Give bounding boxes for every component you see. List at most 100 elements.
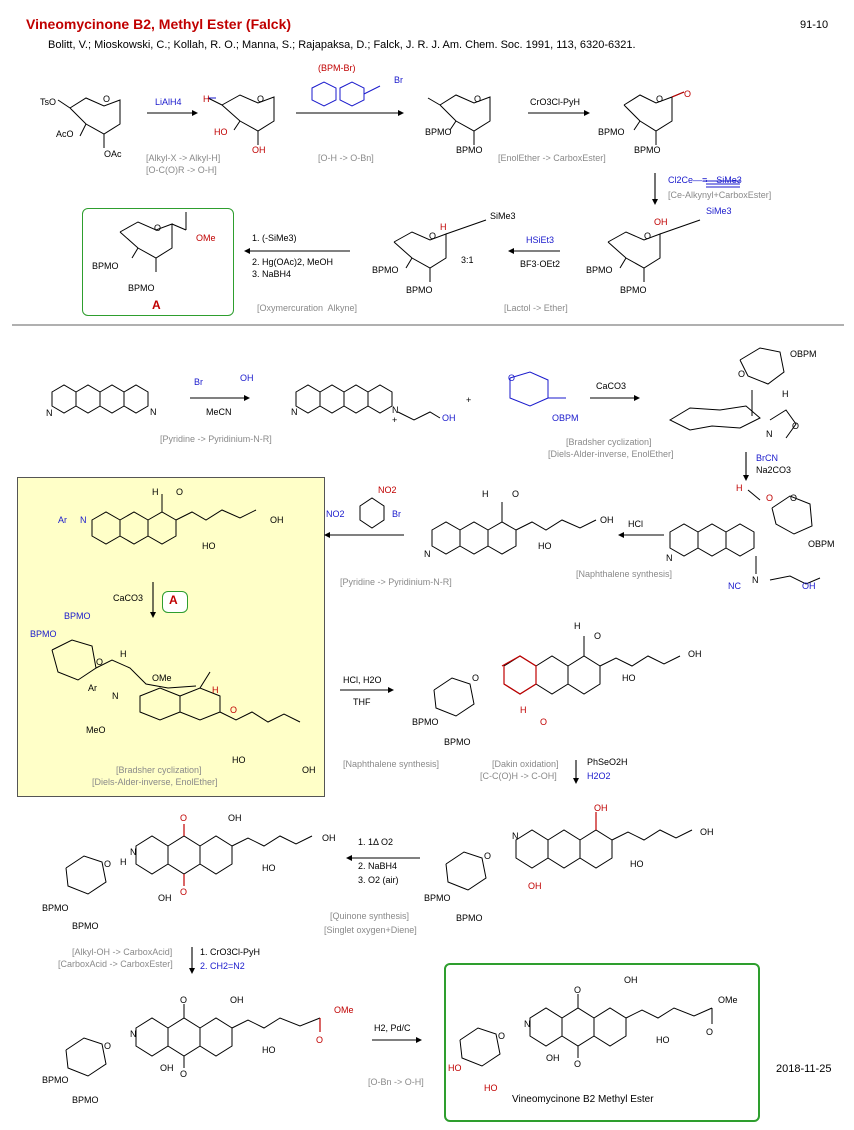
reagent-h2-pdc: H2, Pd/C: [374, 1023, 411, 1033]
label-bpmo-q1: BPMO: [42, 903, 69, 913]
label-bpmo-bx1: BPMO: [64, 611, 91, 621]
label-bpmo-qe1: BPMO: [42, 1075, 69, 1085]
label-h-ald-b4: H: [482, 489, 489, 499]
label-o-ring-q: O: [104, 859, 112, 869]
label-h-a6: H: [440, 222, 447, 232]
label-ho-qe: HO: [262, 1045, 276, 1055]
reagent-phseo2h: PhSeO2H: [587, 757, 628, 767]
label-oh-f1: OH: [624, 975, 638, 985]
note-b7: [Naphthalene synthesis]: [343, 759, 440, 769]
label-bpmo-a6b: BPMO: [406, 285, 433, 295]
note-b2b: [Diels-Alder-inverse, EnolEther]: [548, 449, 674, 459]
label-ho-b4: HO: [538, 541, 552, 551]
note-b1: [Pyridine -> Pyridinium-N-R]: [160, 434, 272, 444]
reagent-caco3-b6: CaCO3: [113, 593, 144, 603]
label-br-a: Br: [394, 75, 403, 85]
note-b11: [O-Bn -> O-H]: [368, 1077, 424, 1087]
label-n-adduct: N: [766, 429, 773, 439]
label-ar-bx: Ar: [88, 683, 97, 693]
reagent-cerium-alkyne: Cl2Ce—≡—SiMe3: [668, 175, 742, 185]
reagent-b10-1: 1. CrO3Cl-PyH: [200, 947, 261, 957]
label-oh-qe1: OH: [230, 995, 244, 1005]
label-oh-q2: OH: [322, 833, 336, 843]
label-o-qe2: O: [180, 1069, 188, 1079]
label-o-dk: O: [594, 631, 602, 641]
label-carbonyl-o: O: [684, 89, 692, 99]
label-tso: TsO: [40, 97, 57, 107]
label-o-f-c: O: [706, 1027, 714, 1037]
label-ho-f2: HO: [448, 1063, 462, 1073]
label-bpmo-ph2: BPMO: [456, 913, 483, 923]
reagent-lialh4: LiAlH4: [155, 97, 182, 107]
label-o-f1: O: [574, 985, 582, 995]
label-ome-qe: OMe: [334, 1005, 354, 1015]
reagent-b9-3: 3. O2 (air): [358, 875, 399, 885]
label-plus-b2: +: [392, 415, 398, 425]
scheme-code: 91-10: [800, 19, 829, 31]
label-h-bx2: H: [212, 685, 219, 695]
citation: Bolitt, V.; Mioskowski, C.; Kollah, R. O…: [48, 39, 636, 51]
label-n-b2b: N: [392, 405, 399, 415]
label-n-b1a: N: [46, 408, 53, 418]
label-ho-dk: HO: [622, 673, 636, 683]
reagent-pcc: CrO3Cl-PyH: [530, 97, 581, 107]
label-ho-f: HO: [656, 1035, 670, 1045]
label-oh-f2: OH: [546, 1053, 560, 1063]
label-oh-b3: OH: [802, 581, 816, 591]
label-o-f2: O: [574, 1059, 582, 1069]
label-br-b1: Br: [194, 377, 203, 387]
label-o-ring-b3: O: [790, 493, 798, 503]
label-ho-ph: HO: [630, 859, 644, 869]
note-b2a: [Bradsher cyclization]: [566, 437, 652, 447]
label-oh-qe2: OH: [160, 1063, 174, 1073]
reagent-hcl-h2o: HCl, H2O: [343, 675, 382, 685]
label-h-bx: H: [120, 649, 127, 659]
ref-a-badge: [162, 591, 188, 613]
label-o-ring-dk: O: [472, 673, 480, 683]
label-ho: HO: [214, 127, 228, 137]
note-b10b: [CarboxAcid -> CarboxEster]: [58, 959, 173, 969]
label-bpmo-dk1: BPMO: [412, 717, 439, 727]
label-h-adduct: H: [782, 389, 789, 399]
label-bpmo-dk2: BPMO: [444, 737, 471, 747]
section-divider: [12, 324, 844, 326]
label-oh-ph2: OH: [700, 827, 714, 837]
product-a-box: [82, 208, 234, 316]
label-br-b5: Br: [392, 509, 401, 519]
label-nc-b3: NC: [728, 581, 741, 591]
reagent-brcn: BrCN: [756, 453, 778, 463]
label-o-qe-c: O: [316, 1035, 324, 1045]
label-bpmo-q2: BPMO: [72, 921, 99, 931]
label-ome-f: OMe: [718, 995, 738, 1005]
label-no2: NO2: [378, 485, 397, 495]
label-oh-boxed: OH: [270, 515, 284, 525]
reagent-a6-3: 3. NaBH4: [252, 269, 292, 279]
label-oh-f3: HO: [484, 1083, 498, 1093]
label-ring-o4: O: [656, 94, 664, 104]
label-bpmo-qe2: BPMO: [72, 1095, 99, 1105]
note-b10a: [Alkyl-OH -> CarboxAcid]: [72, 947, 173, 957]
label-oh: OH: [252, 145, 266, 155]
label-no2-b: NO2: [326, 509, 345, 519]
label-oh-b4: OH: [600, 515, 614, 525]
label-oh-bx: OH: [302, 765, 316, 775]
note-a3: [EnolEther -> CarboxEster]: [498, 153, 606, 163]
label-n-f: N: [524, 1019, 531, 1029]
label-n-b1b: N: [150, 407, 157, 417]
label-n2-b3: N: [752, 575, 759, 585]
reagent-h2o2: H2O2: [587, 771, 611, 781]
label-o-bx: O: [96, 657, 104, 667]
note-a4: [Ce-Alkynyl+CarboxEster]: [668, 190, 772, 200]
reagent-hsiet3: HSiEt3: [526, 235, 555, 245]
reagent-caco3-b2: CaCO3: [596, 381, 627, 391]
label-oh-b2: OH: [442, 413, 456, 423]
label-o-ph: O: [484, 851, 492, 861]
label-o-qe1: O: [180, 995, 188, 1005]
reagent-na2co3: Na2CO3: [756, 465, 792, 475]
label-n-q: N: [130, 847, 137, 857]
label-oh-q3: OH: [158, 893, 172, 903]
reagent-hcl-b4: HCl: [628, 519, 643, 529]
note-b8b: [C-C(O)H -> C-OH]: [480, 771, 557, 781]
label-bpmo-a4b: BPMO: [634, 145, 661, 155]
label-o-ald-dk: O: [540, 717, 548, 727]
